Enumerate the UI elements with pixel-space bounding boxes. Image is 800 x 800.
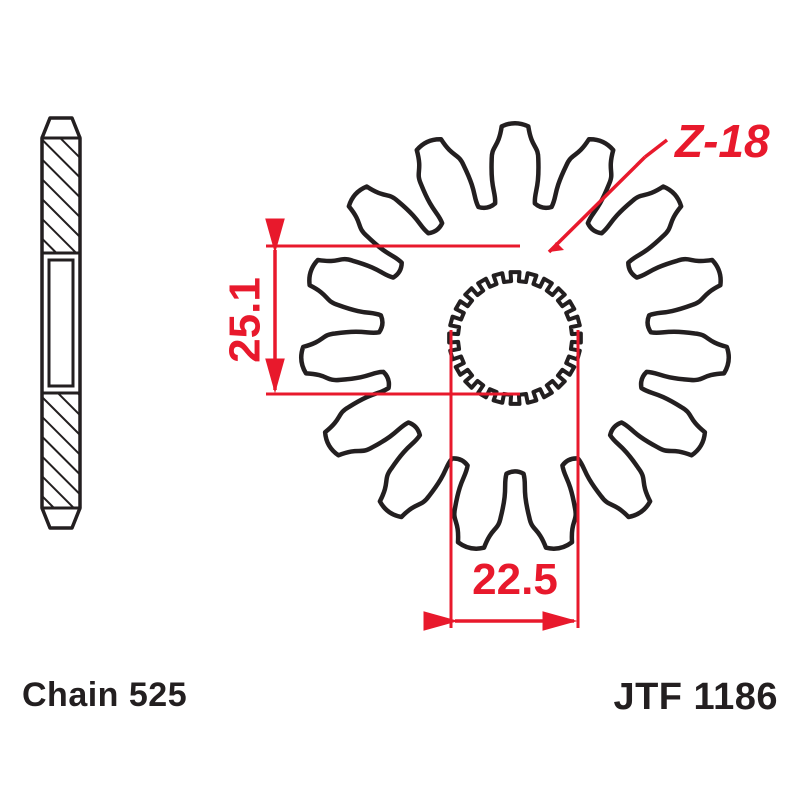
teeth-leader-line	[547, 155, 647, 254]
front-sprocket-view	[298, 120, 732, 551]
side-section-view	[40, 116, 82, 530]
part-number-label: JTF 1186	[613, 676, 778, 718]
dim-22-label: 22.5	[472, 555, 558, 604]
side-view-upper-hatch	[40, 136, 82, 255]
teeth-leader-shelf	[643, 138, 669, 159]
dim-25-label: 25.1	[221, 277, 270, 363]
dimension-annotations: 25.1 22.5 Z-18	[221, 115, 770, 631]
side-view-outline	[40, 116, 82, 530]
side-view-lower-hatch	[40, 391, 82, 510]
teeth-leader-arrowhead	[549, 242, 564, 252]
sprocket-spline-bore	[447, 270, 583, 406]
chain-size-label: Chain 525	[22, 676, 188, 714]
side-view-bore-inner	[47, 258, 75, 388]
teeth-count-label: Z-18	[673, 115, 770, 167]
